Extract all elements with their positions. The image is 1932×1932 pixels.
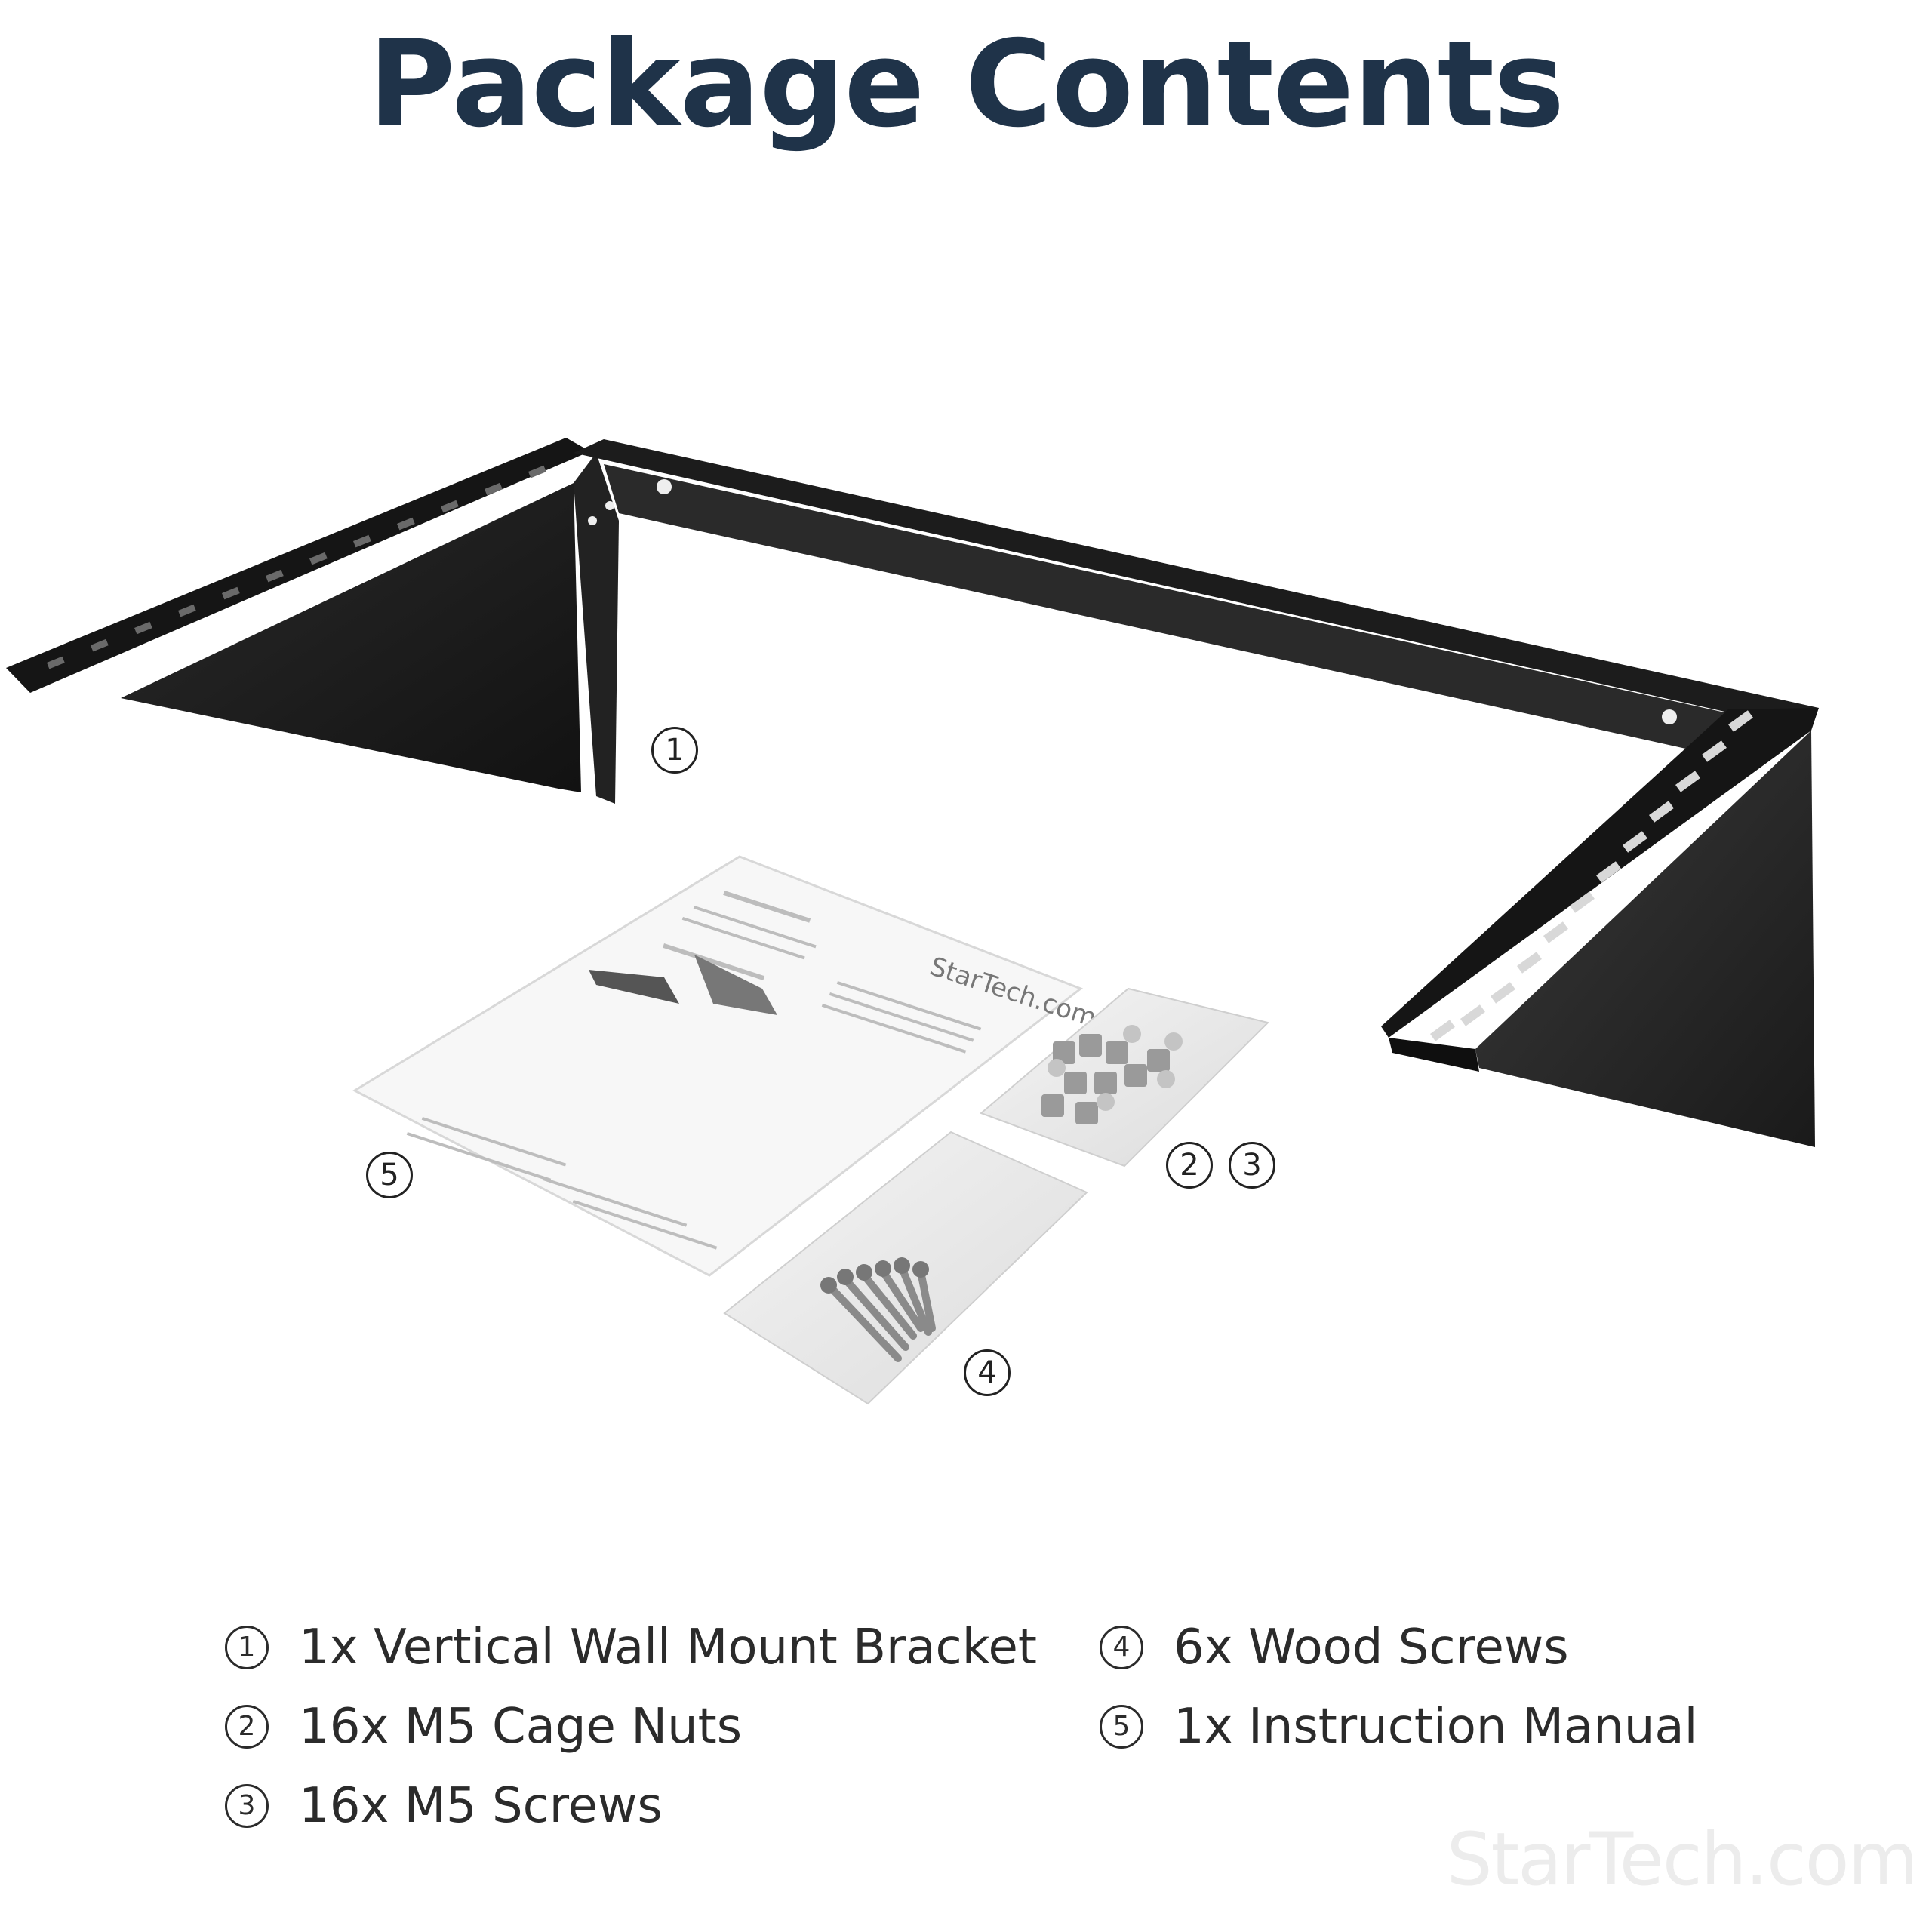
wall-mount-bracket bbox=[6, 438, 1819, 1147]
callout-1: 1 bbox=[651, 727, 698, 774]
bracket-left-flange bbox=[574, 453, 619, 804]
item-label: 1x Vertical Wall Mount Bracket bbox=[299, 1619, 1037, 1675]
item-label: 16x M5 Cage Nuts bbox=[299, 1698, 743, 1755]
bracket-left-plate bbox=[121, 483, 581, 792]
list-item: 1 1x Vertical Wall Mount Bracket bbox=[225, 1607, 1037, 1687]
bracket-hole bbox=[657, 479, 672, 494]
bracket-right-lip bbox=[1389, 1038, 1479, 1072]
instruction-manual: StarTech.com bbox=[352, 855, 1100, 1277]
list-item: 3 16x M5 Screws bbox=[225, 1766, 1037, 1845]
item-number: 4 bbox=[1100, 1625, 1143, 1669]
item-number: 5 bbox=[1100, 1704, 1143, 1749]
callout-2: 2 bbox=[1166, 1142, 1213, 1189]
left-rail-slots bbox=[46, 465, 546, 669]
callout-5: 5 bbox=[366, 1152, 413, 1198]
item-label: 16x M5 Screws bbox=[299, 1777, 663, 1834]
bracket-right-plate bbox=[1475, 731, 1815, 1147]
bracket-hole bbox=[588, 516, 597, 525]
list-item: 5 1x Instruction Manual bbox=[1100, 1687, 1697, 1766]
contents-list-right: 4 6x Wood Screws 5 1x Instruction Manual bbox=[1100, 1607, 1697, 1766]
callout-4: 4 bbox=[964, 1349, 1011, 1396]
list-item: 2 16x M5 Cage Nuts bbox=[225, 1687, 1037, 1766]
item-label: 1x Instruction Manual bbox=[1174, 1698, 1698, 1755]
bracket-back-rail-face bbox=[604, 464, 1728, 755]
page-title: Package Contents bbox=[368, 15, 1565, 154]
item-label: 6x Wood Screws bbox=[1174, 1619, 1569, 1675]
bracket-left-rail bbox=[6, 438, 590, 693]
item-number: 2 bbox=[225, 1704, 269, 1749]
item-number: 3 bbox=[225, 1783, 269, 1828]
wood-screws-bag bbox=[723, 1131, 1088, 1405]
callout-3: 3 bbox=[1229, 1142, 1275, 1189]
contents-list-left: 1 1x Vertical Wall Mount Bracket 2 16x M… bbox=[225, 1607, 1037, 1845]
list-item: 4 6x Wood Screws bbox=[1100, 1607, 1697, 1687]
bracket-back-rail bbox=[574, 439, 1819, 726]
bracket-hole bbox=[1662, 709, 1677, 724]
cage-nuts-bag bbox=[980, 987, 1269, 1168]
bracket-hole bbox=[605, 501, 614, 510]
item-number: 1 bbox=[225, 1625, 269, 1669]
right-rail-slots bbox=[1429, 710, 1753, 1041]
brand-watermark: StarTech.com bbox=[1446, 1817, 1918, 1902]
